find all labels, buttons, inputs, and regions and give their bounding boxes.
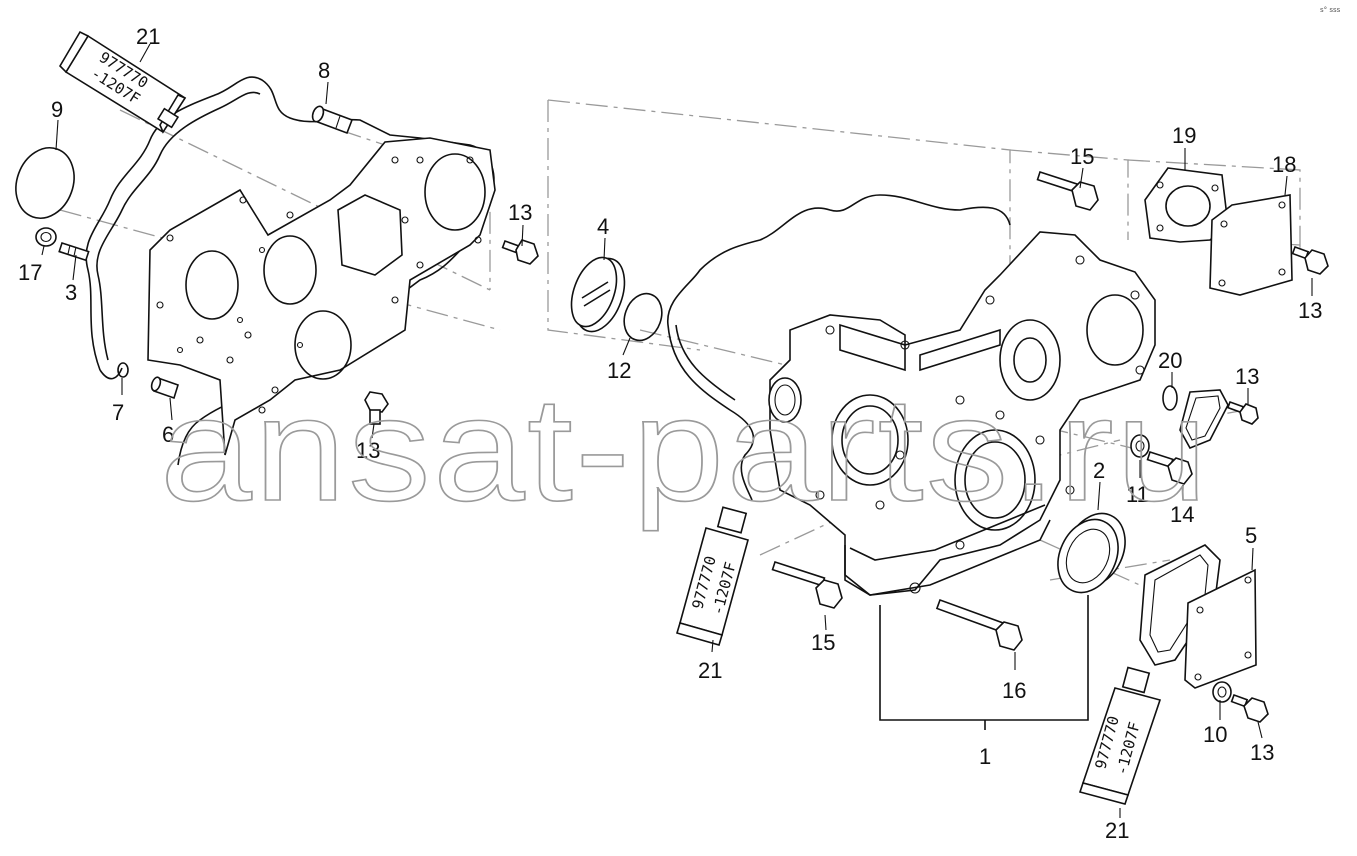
front-plate-gasket (147, 137, 496, 456)
sealant-tube-right-bottom: 977770 -1207F (1078, 666, 1162, 805)
ring-20 (1162, 385, 1178, 411)
flange-bolt-13-upper (501, 239, 539, 265)
callout-13-right-middle: 13 (1235, 364, 1259, 389)
flange-bolt-16 (935, 598, 1023, 651)
washer-17 (35, 227, 57, 247)
timing-gear-case-1 (768, 231, 1156, 596)
oil-seal-2 (1057, 512, 1126, 594)
callout-16: 16 (1002, 678, 1026, 703)
corner-mark: s° sss (1320, 6, 1341, 14)
callout-1: 1 (979, 744, 991, 769)
timing-cover-gasket (667, 194, 1011, 501)
callout-8: 8 (318, 58, 330, 83)
callout-5: 5 (1245, 523, 1257, 548)
callout-17: 17 (18, 260, 42, 285)
watermark-text: ansat-parts.ru (160, 367, 1210, 532)
o-ring-9 (15, 147, 75, 219)
callout-11: 11 (1126, 482, 1149, 507)
callout-13-left-bottom: 13 (356, 438, 380, 463)
callout-15-top: 15 (1070, 144, 1094, 169)
cap-4 (570, 256, 626, 333)
flange-bolt-15-upper (1036, 170, 1099, 211)
flange-bolt-13-right-bottom (1230, 693, 1269, 723)
gasket-19 (1144, 167, 1229, 243)
washer-11 (1130, 434, 1150, 458)
pin-8 (311, 105, 354, 135)
stud-bolt-3 (58, 241, 90, 262)
callout-13-right-bottom: 13 (1250, 740, 1274, 765)
cover-gasket-5 (1139, 544, 1257, 689)
callout-21-left: 21 (698, 658, 722, 683)
callout-2: 2 (1093, 458, 1105, 483)
washer-10 (1212, 681, 1232, 703)
ring-7 (117, 362, 129, 378)
flange-bolt-13-right-middle (1226, 400, 1259, 425)
group-bracket-1 (879, 595, 1089, 730)
flange-bolt-13-lower (364, 391, 389, 425)
callout-18: 18 (1272, 152, 1296, 177)
callout-13-left-top: 13 (508, 200, 532, 225)
callout-9: 9 (51, 97, 63, 122)
flange-bolt-15-lower (771, 560, 843, 609)
callout-10: 10 (1203, 722, 1227, 747)
sealant-tube-left-bottom: 977770 -1207F (676, 506, 749, 646)
sealant-tube-top: 977770 -1207F (58, 30, 187, 134)
callout-leaders (41, 43, 1313, 818)
cover-plate-18 (1209, 194, 1293, 296)
callout-4: 4 (597, 214, 609, 239)
callout-3: 3 (65, 280, 77, 305)
o-ring-12 (623, 292, 663, 342)
callout-14: 14 (1170, 502, 1194, 527)
callout-20: 20 (1158, 348, 1182, 373)
callout-15-bottom: 15 (811, 630, 835, 655)
flange-bolt-14 (1146, 450, 1193, 485)
callout-labels: 21 9 17 3 7 6 8 13 13 4 12 15 19 18 13 2… (18, 24, 1322, 843)
dowel-pin-6 (150, 376, 179, 400)
callout-13-right-top: 13 (1298, 298, 1322, 323)
callout-21-top: 21 (136, 24, 160, 49)
callout-6: 6 (162, 422, 174, 447)
small-cover (1179, 389, 1229, 450)
callout-12: 12 (607, 358, 631, 383)
callout-21-bottom: 21 (1105, 818, 1129, 843)
callout-19: 19 (1172, 123, 1196, 148)
callout-7: 7 (112, 400, 124, 425)
flange-bolt-13-right-top (1291, 245, 1329, 275)
